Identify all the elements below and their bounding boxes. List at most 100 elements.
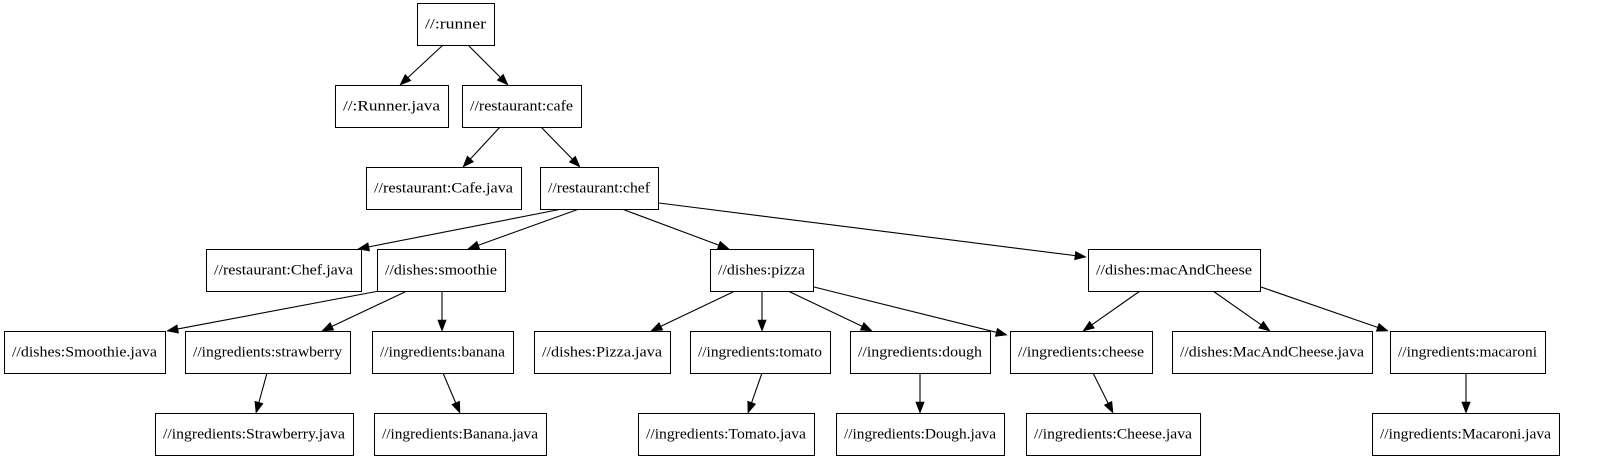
node-box[interactable]	[1372, 413, 1560, 456]
node-label: //dishes:Pizza.java	[542, 344, 662, 360]
edge-arrowhead-icon	[254, 400, 264, 414]
node-box[interactable]	[206, 249, 362, 292]
edge-arrowhead-icon	[451, 400, 461, 414]
graph-node-ing_strawberry[interactable]: //ingredients:strawberry	[185, 331, 351, 374]
node-label: //ingredients:Tomato.java	[646, 426, 806, 442]
edge-line	[751, 372, 763, 403]
node-label: //ingredients:Dough.java	[844, 426, 996, 442]
graph-node-dishes_mac_java[interactable]: //dishes:MacAndCheese.java	[1172, 331, 1373, 374]
node-box[interactable]	[4, 331, 166, 374]
graph-node-restaurant_chef_java[interactable]: //restaurant:Chef.java	[206, 249, 362, 292]
graph-node-ing_macaroni[interactable]: //ingredients:macaroni	[1390, 331, 1546, 374]
node-box[interactable]	[335, 85, 449, 128]
edge-arrowhead-icon	[399, 73, 412, 86]
graph-node-ing_cheese[interactable]: //ingredients:cheese	[1010, 331, 1153, 374]
edge-arrowhead-icon	[650, 321, 664, 332]
edge-arrowhead-icon	[1375, 322, 1389, 332]
dependency-edge	[1082, 290, 1141, 332]
edge-line	[1212, 290, 1262, 326]
node-label: //ingredients:dough	[858, 344, 983, 360]
node-label: //dishes:pizza	[718, 262, 805, 278]
dependency-edge	[658, 202, 1087, 261]
dependency-edge	[650, 290, 736, 332]
dependency-edge	[757, 291, 767, 332]
node-box[interactable]	[155, 413, 354, 456]
graph-node-runner[interactable]: //:runner	[417, 3, 495, 46]
graph-node-restaurant_cafe_java[interactable]: //restaurant:Cafe.java	[366, 167, 522, 210]
node-label: //ingredients:Macaroni.java	[1380, 426, 1551, 442]
node-label: //ingredients:strawberry	[193, 344, 343, 360]
graph-node-dishes_macandcheese[interactable]: //dishes:macAndCheese	[1088, 249, 1261, 292]
node-box[interactable]	[372, 331, 514, 374]
edge-arrowhead-icon	[994, 327, 1008, 337]
node-label: //ingredients:tomato	[698, 344, 822, 360]
dependency-edge	[254, 372, 268, 414]
graph-node-runner_java[interactable]: //:Runner.java	[335, 85, 449, 128]
edge-line	[540, 126, 573, 160]
dependency-edge	[621, 208, 730, 250]
node-box[interactable]	[1172, 331, 1373, 374]
edge-line	[658, 202, 1076, 257]
node-box[interactable]	[462, 85, 582, 128]
node-box[interactable]	[377, 249, 506, 292]
edge-line	[331, 290, 408, 327]
node-layer: //:runner //:Runner.java //restaurant:cafe…	[4, 3, 1560, 456]
graph-node-ing_dough[interactable]: //ingredients:dough	[850, 331, 991, 374]
node-label: //dishes:Smoothie.java	[12, 344, 157, 360]
node-label: //ingredients:macaroni	[1398, 344, 1537, 360]
edge-arrowhead-icon	[747, 400, 757, 414]
graph-node-restaurant_chef[interactable]: //restaurant:chef	[540, 167, 659, 210]
graph-node-ing_dough_java[interactable]: //ingredients:Dough.java	[836, 413, 1005, 456]
dependency-edge	[1461, 373, 1471, 414]
node-box[interactable]	[850, 331, 991, 374]
graph-node-dishes_smoothie_java[interactable]: //dishes:Smoothie.java	[4, 331, 166, 374]
edge-arrowhead-icon	[757, 319, 767, 332]
dependency-edge	[321, 290, 408, 332]
edge-line	[258, 372, 268, 403]
node-box[interactable]	[366, 167, 522, 210]
edge-arrowhead-icon	[1258, 320, 1271, 332]
edge-line	[660, 290, 736, 327]
node-label: //restaurant:cafe	[470, 98, 573, 114]
node-label: //:runner	[425, 16, 486, 32]
node-box[interactable]	[690, 331, 831, 374]
edge-arrowhead-icon	[859, 321, 873, 332]
node-box[interactable]	[540, 167, 659, 210]
node-box[interactable]	[185, 331, 351, 374]
node-box[interactable]	[534, 331, 671, 374]
edge-line	[467, 44, 501, 78]
graph-node-ing_banana[interactable]: //ingredients:banana	[372, 331, 514, 374]
graph-node-ing_cheese_java[interactable]: //ingredients:Cheese.java	[1026, 413, 1201, 456]
graph-node-ing_strawberry_java[interactable]: //ingredients:Strawberry.java	[155, 413, 354, 456]
node-label: //ingredients:banana	[380, 344, 505, 360]
node-box[interactable]	[638, 413, 815, 456]
graph-node-ing_banana_java[interactable]: //ingredients:Banana.java	[374, 413, 547, 456]
graph-node-dishes_pizza[interactable]: //dishes:pizza	[710, 249, 814, 292]
node-box[interactable]	[710, 249, 814, 292]
node-box[interactable]	[836, 413, 1005, 456]
edge-line	[787, 290, 863, 327]
node-box[interactable]	[1026, 413, 1201, 456]
node-box[interactable]	[1390, 331, 1546, 374]
graph-node-dishes_smoothie[interactable]: //dishes:smoothie	[377, 249, 506, 292]
edge-line	[442, 372, 457, 404]
graph-node-restaurant_cafe[interactable]: //restaurant:cafe	[462, 85, 582, 128]
node-label: //restaurant:Chef.java	[214, 262, 353, 278]
graph-node-ing_macaroni_java[interactable]: //ingredients:Macaroni.java	[1372, 413, 1560, 456]
dependency-edge	[166, 290, 380, 334]
edge-arrowhead-icon	[1082, 320, 1095, 332]
dependency-edge	[357, 208, 563, 252]
edge-arrowhead-icon	[467, 240, 481, 250]
node-box[interactable]	[1010, 331, 1153, 374]
graph-node-dishes_pizza_java[interactable]: //dishes:Pizza.java	[534, 331, 671, 374]
node-box[interactable]	[1088, 249, 1261, 292]
dependency-edge	[540, 126, 581, 168]
graph-node-ing_tomato[interactable]: //ingredients:tomato	[690, 331, 831, 374]
graph-node-ing_tomato_java[interactable]: //ingredients:Tomato.java	[638, 413, 815, 456]
node-box[interactable]	[374, 413, 547, 456]
node-box[interactable]	[417, 3, 495, 46]
dependency-edge	[467, 208, 580, 250]
edge-arrowhead-icon	[357, 242, 370, 252]
edge-arrowhead-icon	[915, 401, 925, 414]
